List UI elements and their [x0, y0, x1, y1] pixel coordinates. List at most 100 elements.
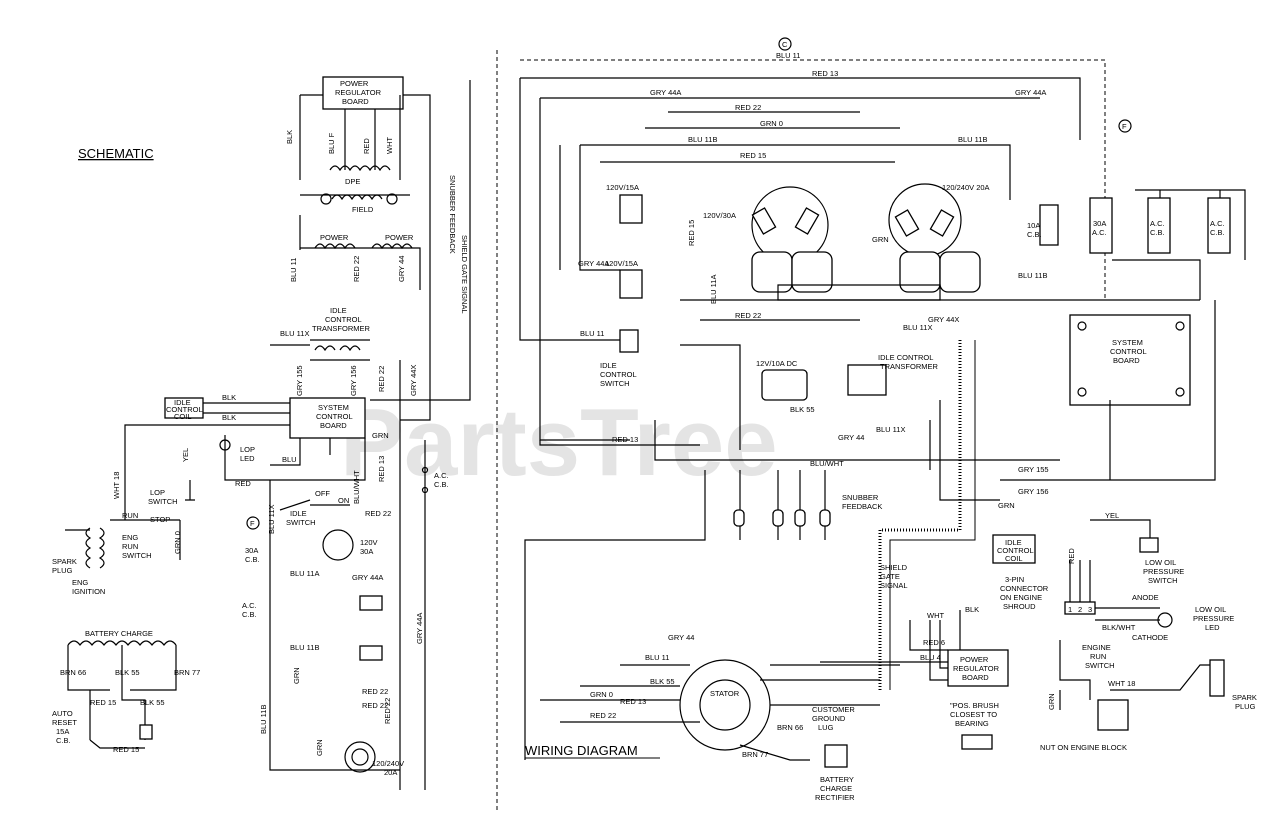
lbl-gry-155: GRY 155 [1018, 465, 1049, 474]
schematic-red-22d: RED 22 [362, 687, 388, 696]
schematic-lop-switch-2: SWITCH [148, 497, 178, 506]
schematic-ers-1: ENG [122, 533, 138, 542]
dc-outlet-12v [761, 369, 808, 401]
schematic-lop-led-1: LOP [240, 445, 255, 454]
lbl-ics-3: SWITCH [600, 379, 630, 388]
lbl-blu-4: BLU 4 [920, 653, 941, 662]
schematic-ict-bottom [270, 344, 370, 361]
schematic-blu: BLU [282, 455, 297, 464]
schematic-receptacle-15a-2 [359, 645, 383, 661]
lbl-shield-3: SIGNAL [880, 581, 908, 590]
schematic-ict-coil-l [314, 345, 336, 352]
lbl-red-15: RED 15 [687, 220, 696, 246]
schematic-blu-11b: BLU 11B [290, 643, 319, 652]
schematic-ignition-coil [85, 527, 105, 569]
lbl-red-13-st: RED 13 [620, 697, 646, 706]
lbl-prb-1: POWER [960, 655, 989, 664]
schematic-gry-44b: GRY 44A [415, 613, 424, 644]
schematic-brn-77: BRN 77 [174, 668, 200, 677]
schematic-right-rail [399, 360, 426, 790]
schematic-red-22f: RED 22 [383, 698, 392, 724]
lbl-bcr-1: BATTERY [820, 775, 854, 784]
connector-3 [794, 509, 806, 527]
schematic-idle-switch-2: SWITCH [286, 518, 316, 527]
schematic-red-22c: RED 22 [365, 509, 391, 518]
scb-mount-1 [1077, 321, 1087, 331]
schematic-f-marker: F [250, 519, 255, 528]
schematic-off: OFF [315, 489, 330, 498]
scb-mount-3 [1077, 387, 1087, 397]
lbl-spark-2: PLUG [1235, 702, 1256, 711]
schematic-icc-3: COIL [174, 412, 192, 421]
lbl-icc-3: COIL [1005, 554, 1023, 563]
lbl-lopl-3: LED [1205, 623, 1220, 632]
lbl-scb-1: SYSTEM [1112, 338, 1143, 347]
low-oil-led [1157, 612, 1173, 628]
lbl-pin-1: 1 [1068, 605, 1072, 614]
schematic-field: FIELD [352, 205, 374, 214]
lbl-r120-30a: 120V/30A [703, 211, 736, 220]
schematic-icc-2: CONTROL [166, 405, 203, 414]
lbl-gry-44-lower: GRY 44 [838, 433, 864, 442]
schematic-stop: STOP [150, 515, 170, 524]
lbl-top-red-15: RED 15 [740, 151, 766, 160]
lbl-ers-1: ENGINE [1082, 643, 1111, 652]
schematic-snubber-line [400, 120, 431, 421]
schematic-prb-line3: BOARD [342, 97, 369, 106]
lbl-top-blu-11: BLU 11 [776, 51, 800, 60]
lbl-r120-240-20a: 120/240V 20A [942, 183, 990, 192]
idle-control-transformer [847, 364, 887, 396]
schematic-ac-cb2-1: A.C. [242, 601, 257, 610]
marker-f-circle [1118, 119, 1132, 133]
lbl-blu-11x: BLU 11X [903, 323, 932, 332]
breaker-10a [1039, 204, 1059, 246]
schematic-eng-wiring [65, 519, 181, 560]
breaker-30a [1089, 197, 1113, 254]
schematic-240v-2: 20A [384, 768, 397, 777]
lbl-lopl-2: PRESSURE [1193, 614, 1234, 623]
duplex-left [751, 251, 793, 293]
schematic-dpe-coil [329, 165, 391, 172]
schematic-ers-2: RUN [122, 542, 138, 551]
lbl-wht-prb: WHT [927, 611, 944, 620]
low-oil-pressure-switch [1139, 537, 1159, 553]
stator [679, 659, 771, 751]
schematic-dpe: DPE [345, 177, 360, 186]
schematic-gry-44x: GRY 44X [409, 365, 418, 396]
lbl-blu-11-st: BLU 11 [645, 653, 669, 662]
power-regulator-board [947, 649, 1009, 687]
schematic-spark-plug-1: SPARK [52, 557, 77, 566]
schematic-240v-1: 120/240V [372, 759, 404, 768]
receptacle-30a-slot2 [794, 207, 820, 235]
schematic-power-regulator-board [322, 76, 404, 110]
lbl-red-13b: RED 13 [612, 435, 638, 444]
lbl-pos-brush-1: "POS. BRUSH [950, 701, 999, 710]
receptacle-240v-slot2 [929, 209, 955, 237]
schematic-ict-1: IDLE [330, 306, 347, 315]
lbl-pin-2: 2 [1078, 605, 1082, 614]
schematic-ict-2: CONTROL [325, 315, 362, 324]
lbl-ict-1: IDLE CONTROL [878, 353, 933, 362]
schematic-red-15b: RED 15 [113, 745, 139, 754]
schematic-red-22b: RED 22 [377, 366, 386, 392]
lbl-r120-15a-top: 120V/15A [606, 183, 639, 192]
schematic-title: SCHEMATIC [78, 146, 154, 161]
schematic-red-22: RED 22 [352, 256, 361, 282]
lbl-lops-3: SWITCH [1148, 576, 1178, 585]
lbl-gry-44x: GRY 44X [928, 315, 959, 324]
lbl-blu-11a: BLU 11A [709, 275, 718, 304]
system-control-board [1069, 314, 1191, 406]
schematic-coil-wires [203, 402, 290, 414]
schematic-lbl-blk: BLK [285, 130, 294, 144]
schematic-snubber-feedback: SNUBBER FEEDBACK [448, 175, 457, 254]
lbl-grn-lower: GRN [998, 501, 1015, 510]
schematic-grn-0: GRN 0 [173, 531, 182, 554]
schematic-left-rail [269, 480, 400, 771]
scb-mount-2 [1175, 321, 1185, 331]
schematic-shield-line [370, 80, 471, 401]
schematic-auto-reset-4: C.B. [56, 736, 71, 745]
receptacle-120v-15a-top [619, 194, 643, 224]
lbl-cb-30a-2: A.C. [1092, 228, 1107, 237]
watermark: PartsTree [340, 389, 778, 496]
schematic-receptacle-30a [322, 529, 354, 561]
